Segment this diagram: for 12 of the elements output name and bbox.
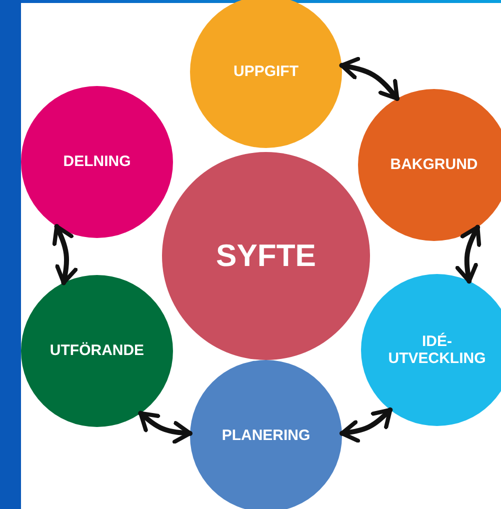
node-label: UPPGIFT: [233, 63, 298, 81]
double-arrow: [455, 224, 482, 284]
double-arrow: [52, 224, 78, 286]
double-arrow: [339, 56, 400, 102]
node-label: UTFÖRANDE: [50, 342, 144, 360]
node-label: IDÉ- UTVECKLING: [387, 332, 487, 368]
node-label: BAKGRUND: [390, 156, 478, 174]
node-label: DELNING: [63, 153, 131, 171]
double-arrow: [339, 407, 393, 443]
node-label: SYFTE: [216, 238, 316, 274]
node-label: PLANERING: [222, 427, 310, 445]
double-arrow: [138, 410, 193, 444]
